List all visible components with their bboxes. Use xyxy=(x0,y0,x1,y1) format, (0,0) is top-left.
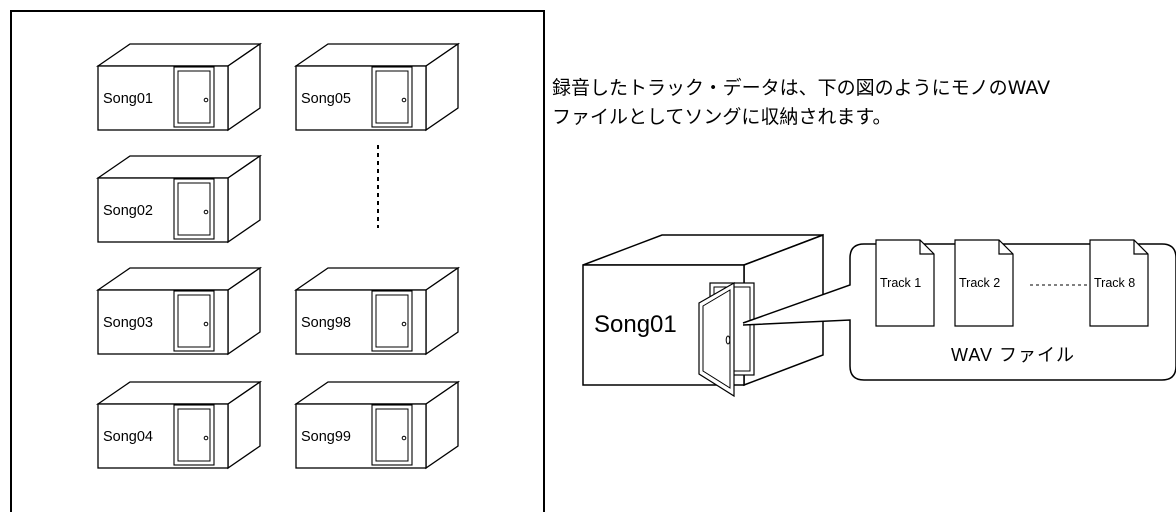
track-label: Track 2 xyxy=(959,276,1000,290)
door-knob xyxy=(203,97,209,103)
door-knob xyxy=(401,321,407,327)
song-box-song98: Song98 xyxy=(293,266,461,356)
song-label: Song04 xyxy=(103,429,153,445)
document-icon xyxy=(1089,239,1149,327)
open-door xyxy=(698,281,735,398)
song-box-song01: Song01 xyxy=(95,42,263,132)
detail-song-label: Song01 xyxy=(594,311,677,338)
door-knob xyxy=(203,321,209,327)
caption-text: 録音したトラック・データは、下の図のようにモノのWAV ファイルとしてソングに収… xyxy=(552,74,1176,132)
song-label: Song02 xyxy=(103,203,153,219)
wav-file-2: Track 2 xyxy=(954,239,1014,327)
wav-file-1: Track 1 xyxy=(875,239,935,327)
track-label: Track 8 xyxy=(1094,276,1135,290)
song-box-song04: Song04 xyxy=(95,380,263,470)
song-box-song02: Song02 xyxy=(95,154,263,244)
song-label: Song05 xyxy=(301,91,351,107)
door-knob xyxy=(725,335,731,345)
wav-file-3: Track 8 xyxy=(1089,239,1149,327)
song-label: Song03 xyxy=(103,315,153,331)
door-knob xyxy=(203,435,209,441)
song-label: Song99 xyxy=(301,429,351,445)
wav-files-label: WAV ファイル xyxy=(951,345,1075,365)
songs-frame xyxy=(10,10,545,516)
document-icon xyxy=(875,239,935,327)
door-knob xyxy=(401,435,407,441)
song-box-song05: Song05 xyxy=(293,42,461,132)
song-box-song99: Song99 xyxy=(293,380,461,470)
track-label: Track 1 xyxy=(880,276,921,290)
song-box-song03: Song03 xyxy=(95,266,263,356)
door-knob xyxy=(401,97,407,103)
caption-line-2: ファイルとしてソングに収納されます。 xyxy=(552,106,892,128)
document-icon xyxy=(954,239,1014,327)
door-knob xyxy=(203,209,209,215)
song-label: Song98 xyxy=(301,315,351,331)
caption-line-1: 録音したトラック・データは、下の図のようにモノのWAV xyxy=(552,77,1051,99)
song-label: Song01 xyxy=(103,91,153,107)
